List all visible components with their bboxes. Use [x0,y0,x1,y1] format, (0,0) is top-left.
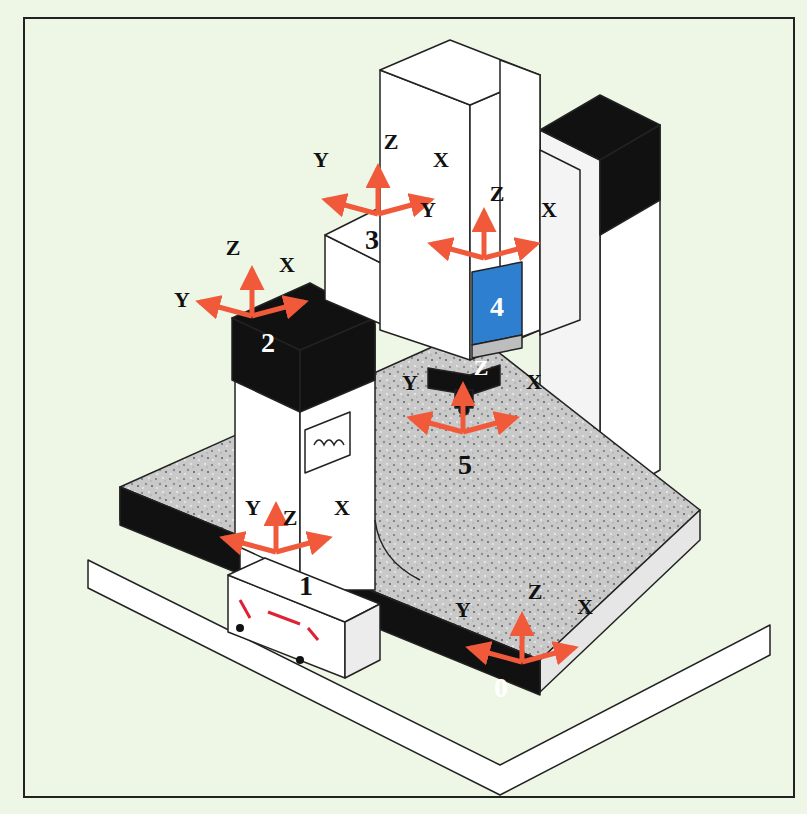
axis-label: Y [245,497,261,519]
axis-arrow [376,168,381,214]
axis-arrow [520,616,525,662]
axis-label: Y [420,199,436,221]
axis-label: X [577,596,593,618]
axis-arrow [432,244,484,258]
axis-arrow [484,244,536,258]
axis-label: X [334,497,350,519]
axis-arrow [252,302,304,316]
axis-arrow [470,648,522,662]
coordinate-frames [200,168,574,662]
carriage-marks [236,440,344,664]
axis-label: Z [283,507,298,529]
axis-label: Y [174,289,190,311]
axis-label: X [526,371,542,393]
axis-arrow [200,302,252,316]
axis-arrow [250,270,255,316]
axis-label: Z [490,183,505,205]
frame-number: 2 [261,329,275,357]
frame-number: 1 [299,572,313,600]
axis-label: X [433,149,449,171]
axis-arrow [274,506,279,552]
axis-label: X [541,199,557,221]
axis-arrow [224,538,276,552]
axis-label: Z [226,237,241,259]
axis-arrow [482,212,487,258]
frame-number: 5 [458,451,472,479]
axis-arrow [276,538,328,552]
axis-arrow [522,648,574,662]
axis-arrow [461,386,466,432]
axis-label: Z [528,581,543,603]
axis-label: Z [474,357,489,379]
axis-arrow [411,418,463,432]
axis-label: Z [384,131,399,153]
frame-number: 4 [490,293,504,321]
axis-label: Y [402,372,418,394]
axis-arrow [326,200,378,214]
axis-label: Y [313,149,329,171]
frame-number: 3 [365,226,379,254]
axis-arrow [463,418,515,432]
frame-number: 0 [494,674,508,702]
axis-label: X [279,254,295,276]
axis-label: Y [455,599,471,621]
